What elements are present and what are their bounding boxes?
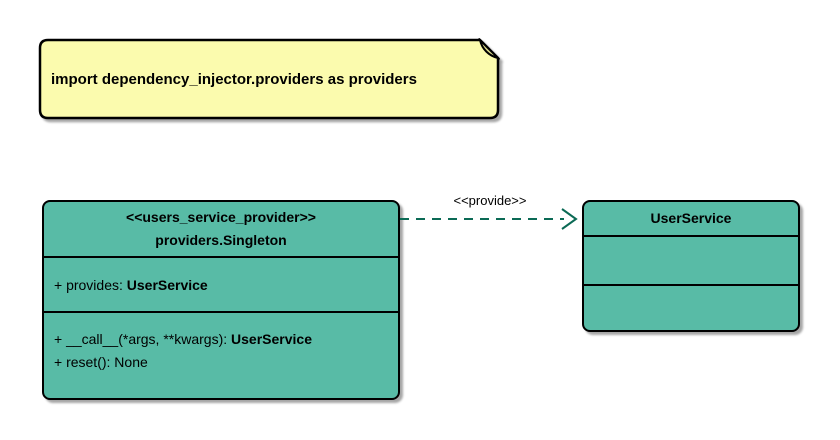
userservice-attributes-section (584, 237, 798, 286)
import-note: import dependency_injector.providers as … (38, 38, 500, 120)
arrow-head-icon (561, 208, 578, 230)
userservice-class-name: UserService (650, 210, 732, 226)
method-item: + __call__(*args, **kwargs): UserService (54, 328, 388, 351)
provider-class-box: <<users_service_provider>> providers.Sin… (42, 200, 400, 400)
attribute-text: + provides: (54, 276, 127, 293)
provide-edge-label: <<provide>> (453, 193, 527, 208)
note-body (38, 38, 500, 120)
attribute-item: + provides: UserService (54, 277, 208, 293)
note-text: import dependency_injector.providers as … (51, 70, 417, 88)
note-shape (38, 38, 500, 120)
provider-class-header: <<users_service_provider>> providers.Sin… (44, 202, 398, 258)
userservice-methods-section (584, 286, 798, 328)
provide-dependency-arrow (400, 208, 578, 230)
provider-stereotype: <<users_service_provider>> (126, 209, 316, 225)
method-return-type: UserService (231, 331, 312, 347)
method-text: + reset(): None (54, 354, 148, 370)
provider-attributes-section: + provides: UserService (44, 258, 398, 313)
provider-methods-section: + __call__(*args, **kwargs): UserService… (44, 313, 398, 374)
method-item: + reset(): None (54, 351, 388, 374)
attribute-type: UserService (126, 276, 208, 293)
method-text: + __call__(*args, **kwargs): (54, 331, 232, 347)
userservice-class-header: UserService (584, 202, 798, 237)
userservice-class-box: UserService (582, 200, 800, 332)
note-fold-icon (478, 38, 500, 60)
provider-class-name: providers.Singleton (155, 232, 287, 248)
